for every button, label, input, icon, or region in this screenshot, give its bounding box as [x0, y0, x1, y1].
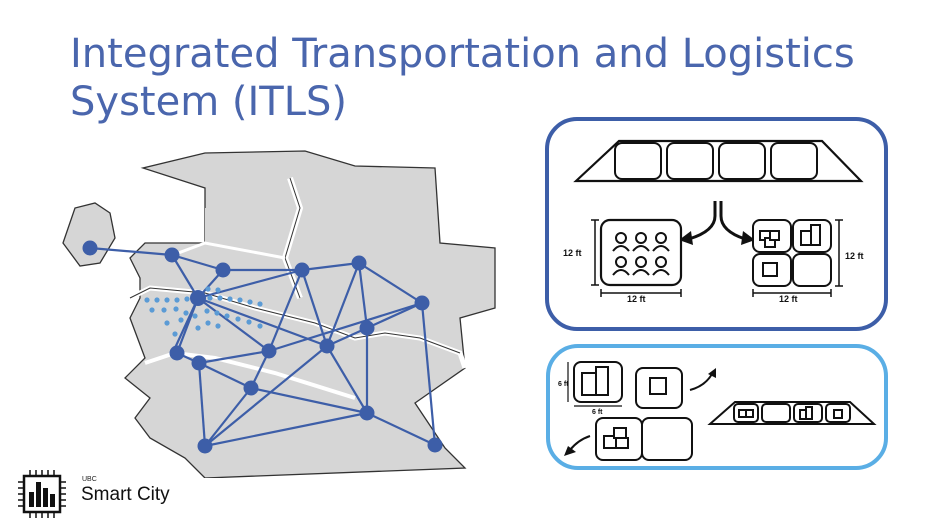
feeder-dots: [144, 286, 263, 337]
cargo-pod-icon: [573, 361, 623, 403]
arrow-up-right-icon: [689, 373, 713, 391]
cargo-pod-diagram: 6 ft 6 ft: [558, 361, 877, 461]
slide-title-line1: Integrated Transportation and Logistics: [70, 31, 855, 77]
logo-name-text: Smart City: [81, 484, 170, 505]
map-landmass: [62, 150, 496, 478]
ubc-smart-city-logo: UBC Smart City: [12, 464, 182, 524]
module-diagram-panel: 12 ft 12 ft 12 ft 12 ft: [545, 117, 888, 331]
slide-title: Integrated Transportation and Logistics …: [70, 30, 870, 126]
passenger-module-icon: [599, 218, 683, 287]
arrow-down-left-icon: [569, 435, 591, 451]
dim-label-width-right: 12 ft: [779, 294, 798, 304]
loading-pod-icon: [595, 417, 693, 461]
dim-label-height-left: 12 ft: [563, 248, 582, 258]
dim-label-pod-height: 6 ft: [558, 381, 569, 388]
small-vehicle-icon: [707, 401, 877, 425]
dim-label-width-left: 12 ft: [627, 294, 646, 304]
cargo-pod-panel: 6 ft 6 ft: [546, 344, 888, 470]
single-box-pod-icon: [635, 367, 683, 409]
network-nodes: [82, 240, 443, 454]
cargo-module-icon: [752, 219, 832, 287]
logo-org-text: UBC: [82, 476, 97, 483]
network-links: [89, 246, 437, 448]
module-diagram: 12 ft 12 ft 12 ft 12 ft: [563, 139, 864, 304]
chip-logo-icon: [18, 470, 66, 518]
dim-label-height-right: 12 ft: [845, 251, 864, 261]
slide-title-line2: System (ITLS): [70, 79, 347, 125]
network-map: [62, 150, 496, 478]
dim-label-pod-width: 6 ft: [592, 409, 603, 416]
split-arrow-icon: [688, 201, 746, 241]
